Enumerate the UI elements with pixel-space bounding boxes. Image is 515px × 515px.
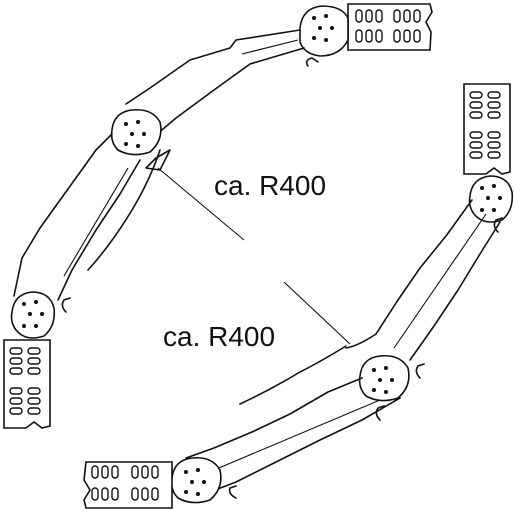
lower-end-plate-top — [463, 83, 511, 175]
upper-radius-leader-line — [157, 167, 245, 241]
lower-adjustable-bend-assembly — [83, 83, 514, 509]
upper-joint-disc-top — [299, 5, 349, 57]
lower-joint-disc-bottom — [170, 456, 222, 504]
upper-end-plate-top — [347, 3, 433, 51]
upper-adjustable-bend-assembly — [3, 3, 433, 429]
lower-straight-section-diagonal — [345, 199, 501, 361]
lower-joint-disc-top — [468, 175, 514, 233]
upper-joint-disc-bottom — [10, 291, 56, 339]
upper-joint-disc-middle — [110, 108, 171, 171]
lower-straight-section-bottom — [185, 345, 401, 499]
upper-radius-label: ca. R400 — [214, 170, 327, 201]
lower-end-plate-bottom — [83, 461, 173, 509]
lower-radius-leader-line — [283, 281, 351, 345]
upper-straight-section-top — [125, 29, 319, 141]
lower-joint-disc-middle — [358, 354, 425, 402]
upper-straight-section-diagonal — [13, 133, 161, 313]
lower-radius-label: ca. R400 — [163, 321, 276, 352]
upper-end-plate-bottom — [3, 339, 51, 429]
